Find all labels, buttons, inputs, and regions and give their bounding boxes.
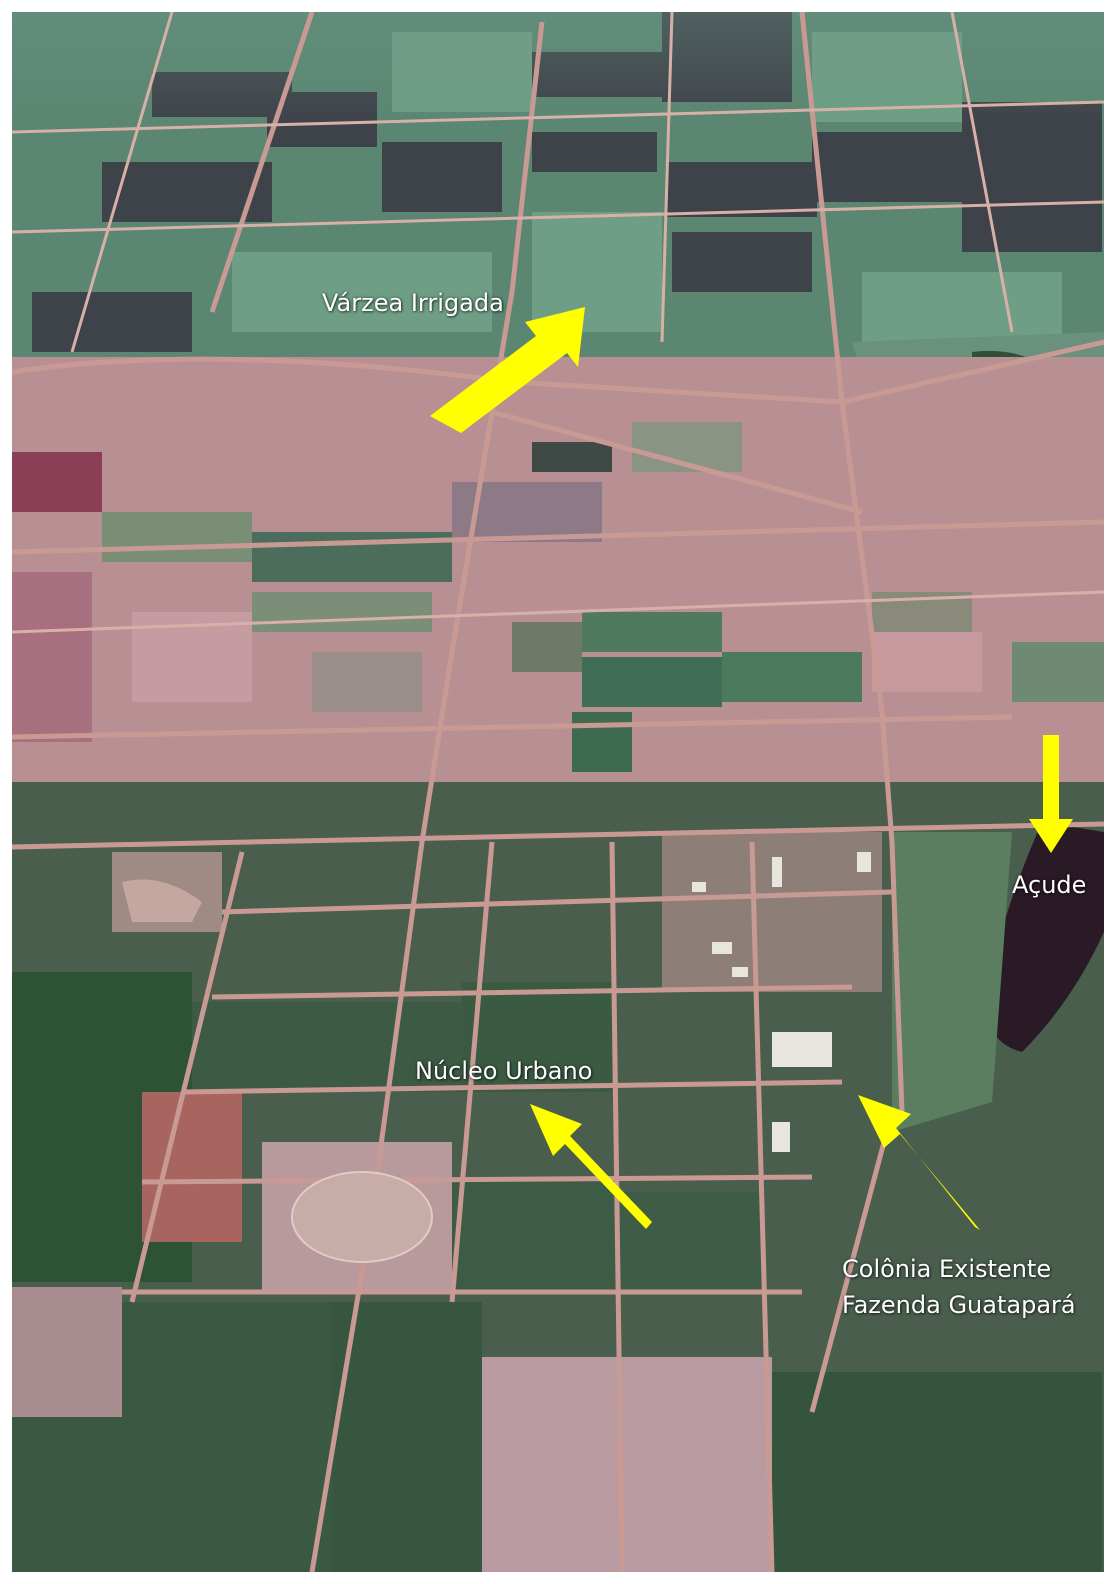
varzea-label: Várzea Irrigada xyxy=(322,289,504,317)
colonia-label-line1: Colônia Existente xyxy=(842,1255,1052,1283)
circular-clearing xyxy=(291,1171,433,1263)
colonia-arrow xyxy=(858,1095,980,1230)
aerial-landscape xyxy=(12,12,1104,1572)
colonia-label-line2: Fazenda Guatapará xyxy=(842,1291,1076,1319)
annotation-arrows xyxy=(430,307,1073,1230)
nucleo-arrow xyxy=(530,1104,652,1229)
road-network xyxy=(12,12,1104,1572)
urban-buildings xyxy=(692,852,871,1152)
field-tracks xyxy=(12,12,1104,634)
varzea-arrow xyxy=(430,307,585,433)
acude-label: Açude xyxy=(1012,871,1087,899)
grass-strip-east xyxy=(892,832,1012,1132)
reservoir-water xyxy=(986,822,1104,1052)
farm-colony-area xyxy=(12,357,1104,787)
aerial-photo xyxy=(12,12,1104,1572)
acude-arrow xyxy=(1029,735,1073,853)
nucleo-label: Núcleo Urbano xyxy=(415,1057,593,1085)
quarry-patch xyxy=(122,879,202,922)
